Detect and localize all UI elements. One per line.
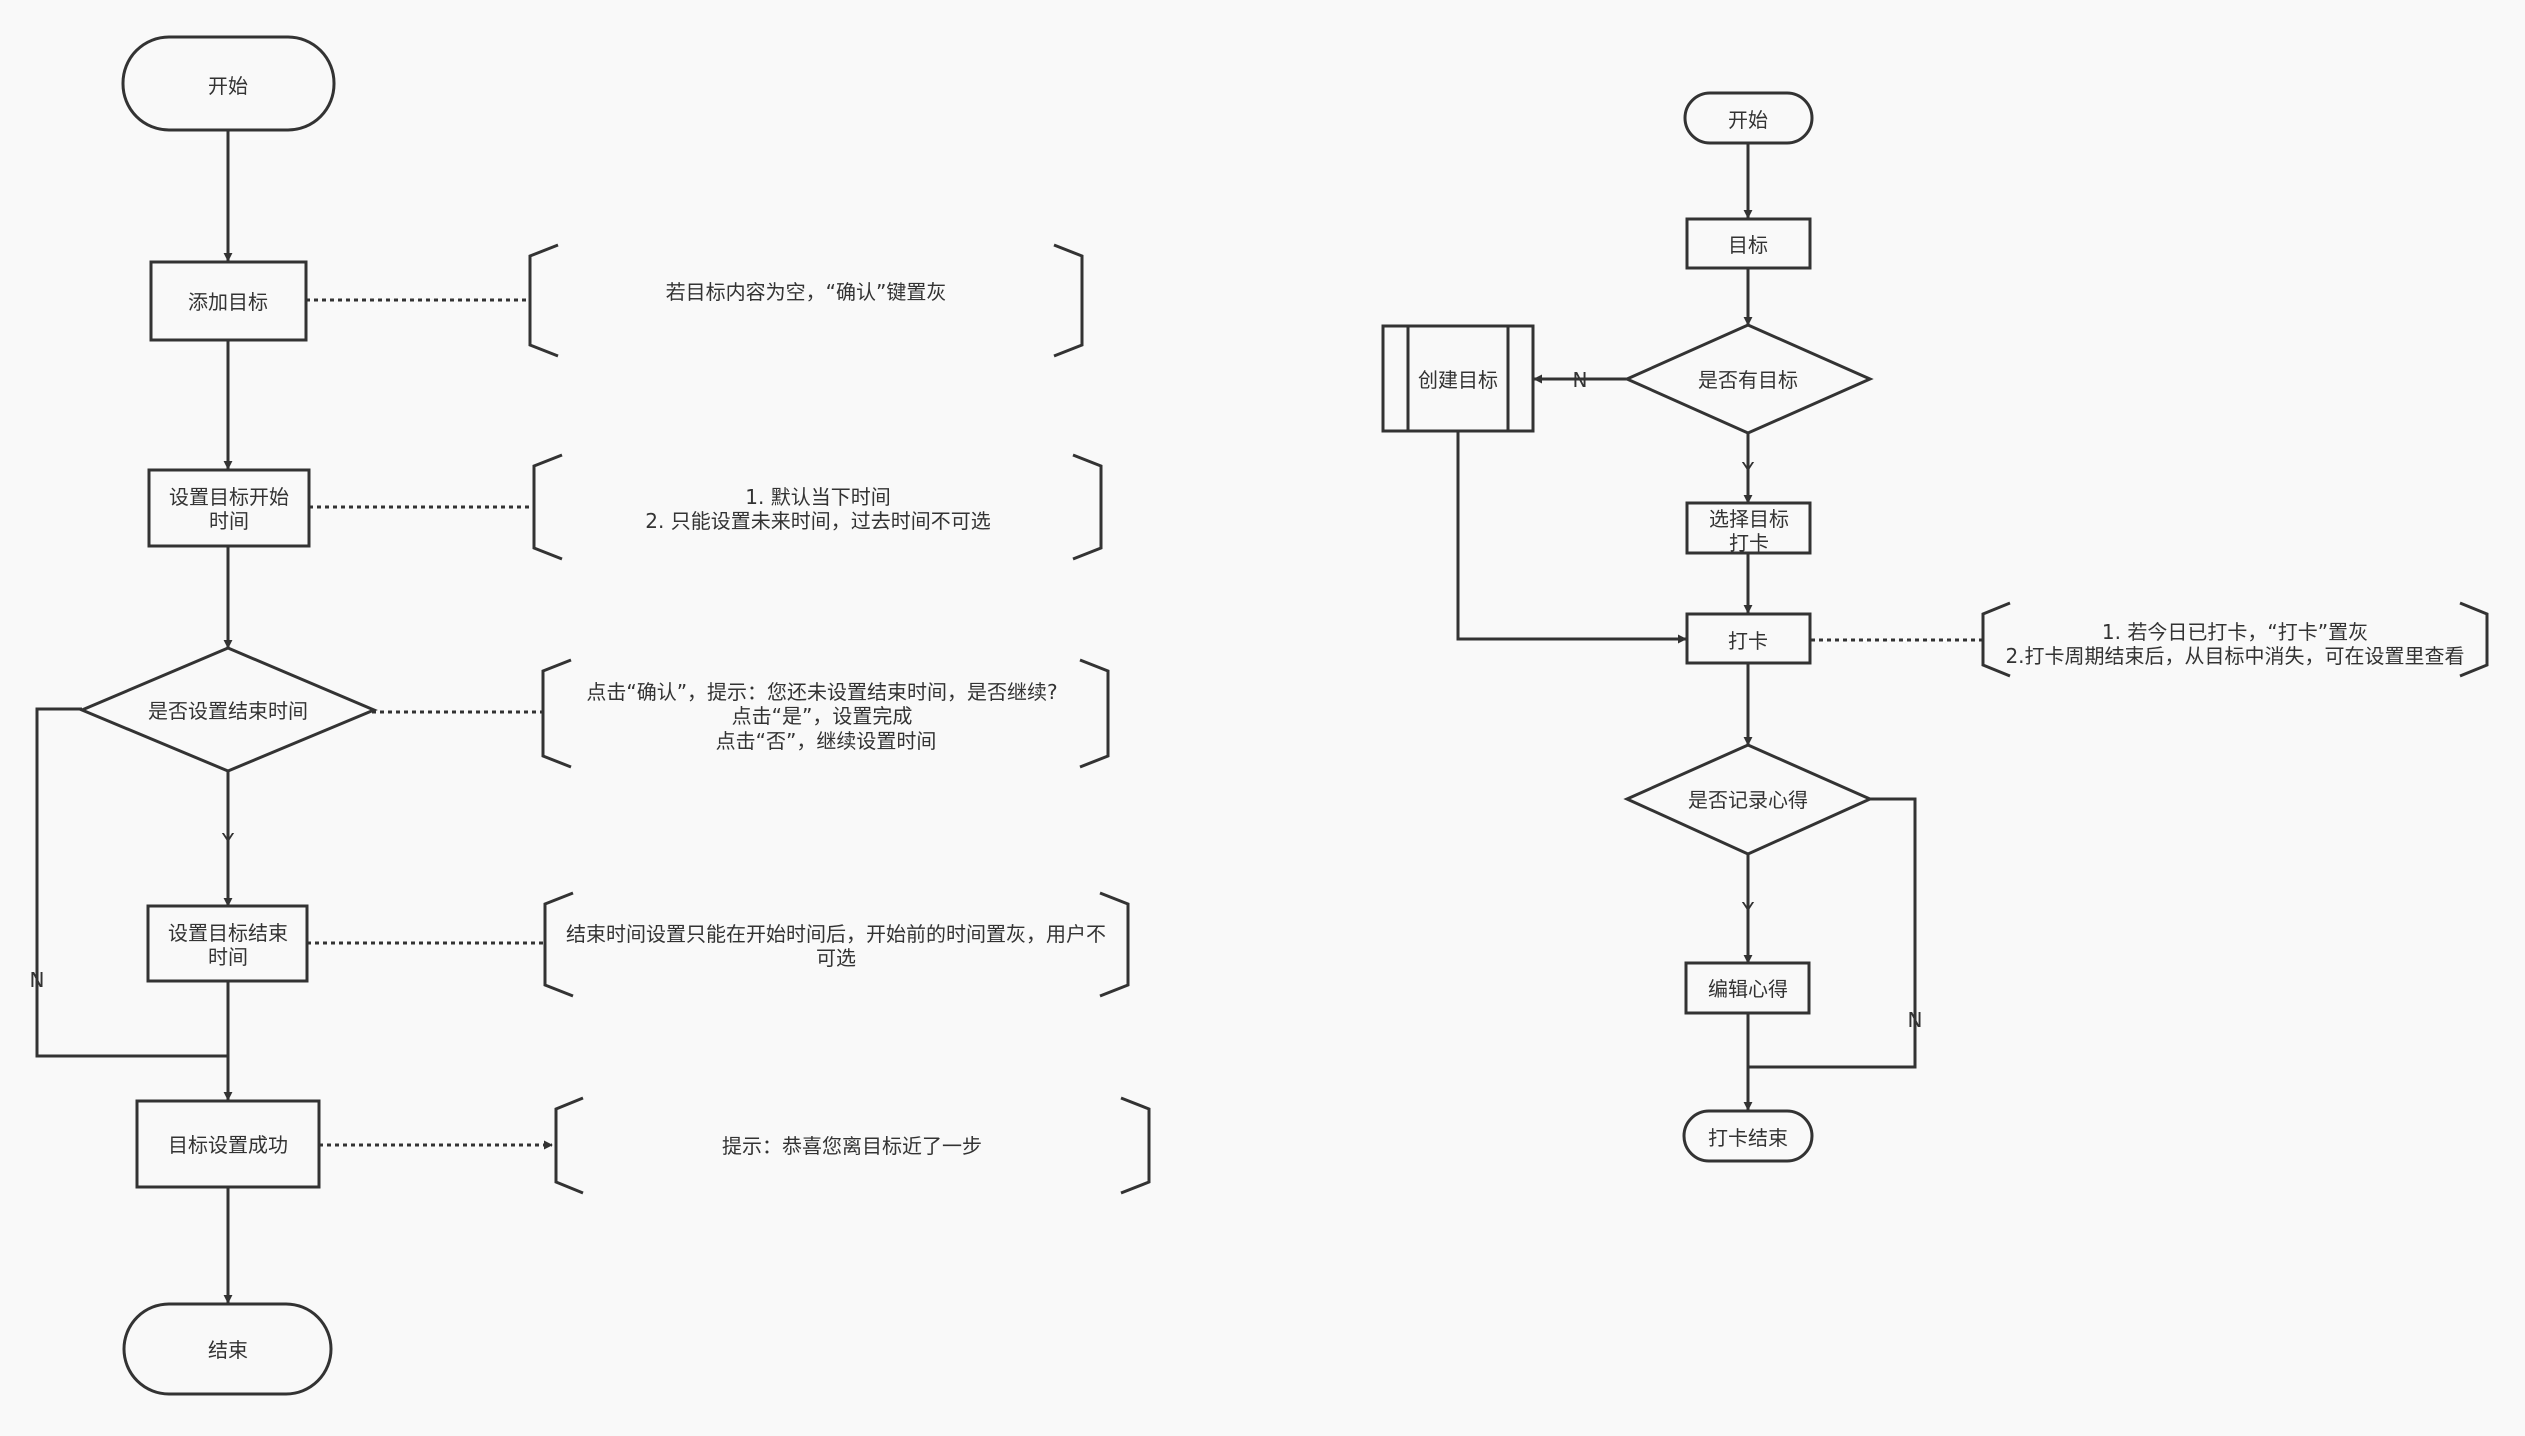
select-goal-box — [1685, 501, 1812, 555]
decision-end-time-label: 是否设置结束时间 — [148, 699, 308, 723]
select-goal-label-line2: 打卡 — [1729, 531, 1769, 555]
note-start-time-line2: 2. 只能设置未来时间，过去时间不可选 — [645, 509, 990, 533]
add-goal-box — [149, 260, 308, 342]
set-start-time-label-line2: 时间 — [209, 509, 249, 533]
left-end-label: 结束 — [208, 1338, 248, 1362]
note-bracket-decision — [541, 658, 1110, 769]
connector-record-no-to-end — [1748, 797, 1917, 1069]
note-bracket-success — [554, 1096, 1151, 1195]
note-check-in-line2: 2.打卡周期结束后，从目标中消失，可在设置里查看 — [2005, 644, 2464, 668]
note-end-time-line1: 结束时间设置只能在开始时间后，开始前的时间置灰，用户不 — [566, 922, 1106, 946]
note-decision-line2: 点击“是”，设置完成 — [732, 704, 913, 728]
note-add-goal-text: 若目标内容为空，“确认”键置灰 — [666, 280, 947, 304]
right-no-label-has-goal: N — [1573, 368, 1588, 392]
right-yes-label-record: Y — [1741, 898, 1755, 922]
create-goal-label: 创建目标 — [1418, 368, 1498, 392]
note-decision-line1: 点击“确认”，提示：您还未设置结束时间，是否继续? — [586, 680, 1057, 704]
set-start-time-box — [147, 468, 311, 548]
connector-create-to-checkin — [1456, 431, 1687, 644]
success-label: 目标设置成功 — [168, 1133, 288, 1157]
left-start-terminator — [121, 35, 336, 132]
decision-record-label: 是否记录心得 — [1688, 788, 1808, 812]
decision-end-time-diamond — [78, 646, 378, 773]
goal-box — [1685, 217, 1812, 270]
goal-label: 目标 — [1728, 233, 1768, 257]
edit-notes-box — [1684, 961, 1811, 1015]
note-end-time-line2: 可选 — [816, 946, 856, 970]
check-in-label: 打卡 — [1728, 629, 1768, 653]
decision-has-goal-label: 是否有目标 — [1698, 368, 1798, 392]
left-no-label: N — [30, 968, 45, 992]
note-check-in-line1: 1. 若今日已打卡，“打卡”置灰 — [2102, 620, 2368, 644]
add-goal-label: 添加目标 — [188, 290, 268, 314]
right-start-terminator — [1683, 91, 1814, 145]
select-goal-label-line1: 选择目标 — [1709, 507, 1789, 531]
check-in-box — [1685, 612, 1812, 665]
note-bracket-check-in — [1981, 601, 2489, 678]
note-success-text: 提示：恭喜您离目标近了一步 — [722, 1134, 982, 1158]
check-in-end-terminator — [1682, 1109, 1814, 1163]
right-no-label-record: N — [1908, 1008, 1923, 1032]
note-bracket-start-time — [532, 453, 1103, 561]
set-end-time-label-line2: 时间 — [208, 945, 248, 969]
decision-record-diamond — [1623, 743, 1874, 856]
success-box — [135, 1099, 321, 1189]
connector-decision-no-to-success — [35, 707, 228, 1058]
right-start-label: 开始 — [1728, 108, 1768, 132]
check-in-end-label: 打卡结束 — [1708, 1126, 1788, 1150]
note-start-time-line1: 1. 默认当下时间 — [745, 485, 890, 509]
set-start-time-label-line1: 设置目标开始 — [169, 485, 289, 509]
decision-has-goal-diamond — [1623, 323, 1874, 435]
set-end-time-box — [146, 904, 309, 983]
edit-notes-label: 编辑心得 — [1708, 977, 1788, 1001]
set-end-time-label-line1: 设置目标结束 — [168, 921, 288, 945]
right-yes-label-has-goal: Y — [1741, 458, 1755, 482]
note-bracket-add-goal — [528, 243, 1084, 358]
left-start-label: 开始 — [208, 74, 248, 98]
left-end-terminator — [122, 1302, 333, 1396]
note-decision-line3: 点击“否”，继续设置时间 — [716, 729, 937, 753]
note-bracket-end-time — [543, 891, 1130, 998]
left-yes-label: Y — [221, 829, 235, 853]
